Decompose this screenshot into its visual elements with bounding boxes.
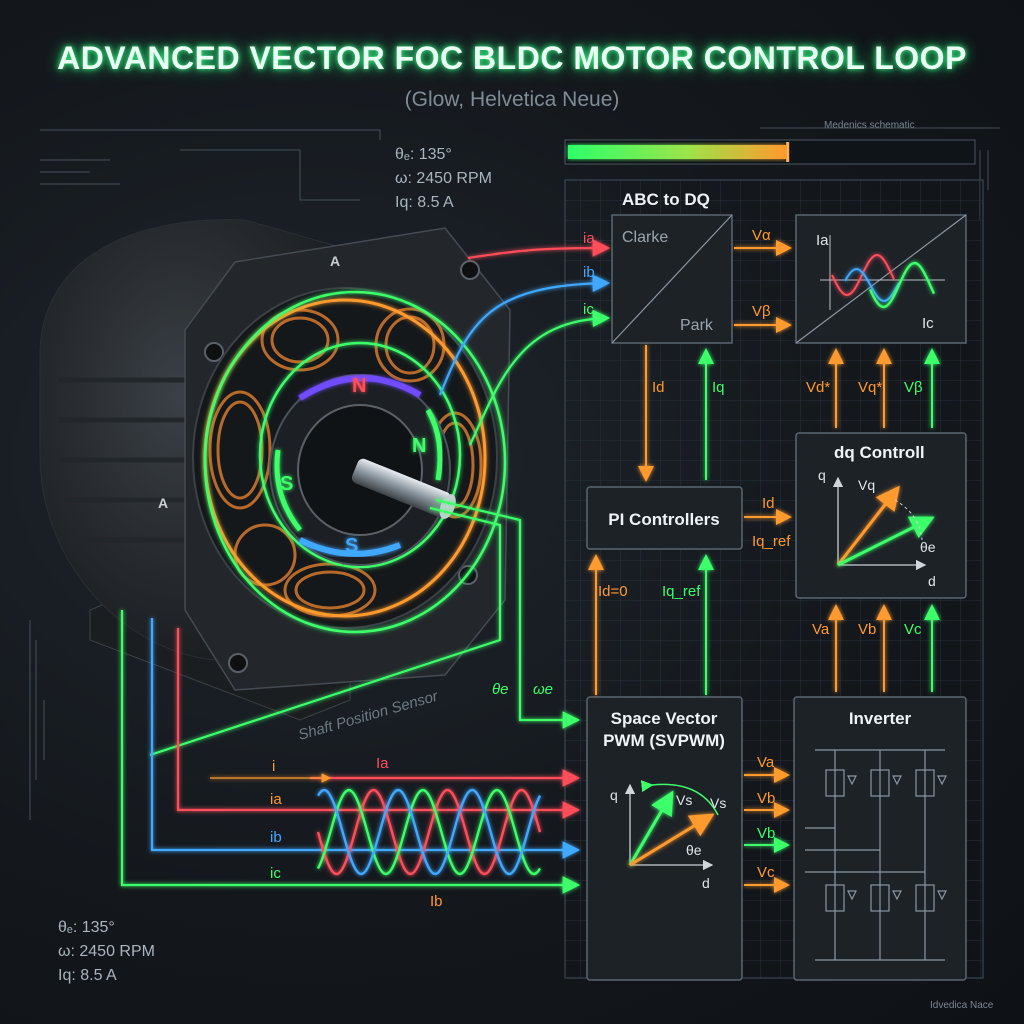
sig-ic: ic: [583, 301, 594, 318]
sig-i-top: i: [272, 758, 275, 775]
dq-title: dq Controll: [834, 443, 925, 462]
progress-fill: [568, 145, 787, 159]
block-inverter[interactable]: Inverter: [793, 696, 967, 981]
inverter-bridge-icon: [805, 749, 947, 961]
sig-sv-va: Va: [757, 754, 775, 771]
sig-sv-vb2: Vb: [757, 825, 775, 842]
block-abc-to-dq[interactable]: ABC to DQ Clarke Park: [611, 190, 733, 344]
phase-wires: [438, 239, 611, 446]
bldc-motor: N N S S A A Shaft Position Sensor: [39, 219, 511, 744]
readout-top-theta: θₑ: 135°: [395, 146, 452, 163]
sig-ib: ib: [583, 264, 595, 281]
signal-labels: ia ib ic Vα Vβ Id Iq Vd* Vq* Vβ Id Iq_re…: [270, 227, 923, 910]
phase-sine-waves: [316, 788, 542, 876]
signal-arrows: [588, 240, 940, 893]
pole-label-n2: N: [412, 435, 426, 457]
sig-vb: Vb: [858, 621, 876, 638]
pi-title: PI Controllers: [608, 510, 719, 529]
sig-id: Id: [652, 379, 665, 396]
sensor-wires: [149, 498, 581, 757]
readout-bottom: θₑ: 135° ω: 2450 RPM Iq: 8.5 A: [58, 916, 155, 988]
decor-traces: [29, 127, 1000, 820]
sig-sv-vb: Vb: [757, 790, 775, 807]
sig-id2: Id: [762, 495, 775, 512]
svpwm-title-2: PWM (SVPWM): [603, 731, 725, 750]
block-svpwm[interactable]: Space Vector PWM (SVPWM) q d Vs Vs θe: [586, 696, 743, 981]
svpwm-vs1-label: Vs: [676, 792, 692, 808]
svpwm-d-axis: d: [702, 875, 710, 891]
readout-top-omega: ω: 2450 RPM: [395, 170, 492, 187]
pole-label-n1: N: [352, 375, 366, 397]
sig-iq-ref: Iq_ref: [752, 533, 791, 550]
sig-vbeta2: Vβ: [904, 379, 923, 396]
motor-shaft: [351, 458, 451, 517]
progress-bar: [564, 139, 976, 165]
page-title: ADVANCED VECTOR FOC BLDC MOTOR CONTROL L…: [57, 40, 967, 76]
wave-ia-label: Ia: [816, 232, 829, 249]
svpwm-title-1: Space Vector: [611, 709, 718, 728]
dq-d-axis: d: [928, 573, 936, 589]
sig-iq-ref2: Iq_ref: [662, 583, 701, 600]
sig-valpha: Vα: [752, 227, 771, 244]
sig-iq: Iq: [712, 379, 725, 396]
sig-ic-left: ic: [270, 865, 281, 882]
sig-vbeta: Vβ: [752, 303, 771, 320]
readout-bottom-theta: θₑ: 135°: [58, 919, 115, 936]
abc-dq-title: ABC to DQ: [622, 190, 710, 209]
readout-bottom-omega: ω: 2450 RPM: [58, 943, 155, 960]
corner-note-bottom: Idvedica Nace: [930, 1000, 994, 1011]
sig-ia-left: ia: [270, 791, 282, 808]
readout-top-iq: Iq: 8.5 A: [395, 194, 454, 211]
readout-bottom-iq: Iq: 8.5 A: [58, 967, 117, 984]
svpwm-q-axis: q: [610, 787, 618, 803]
dq-theta-label: θe: [920, 539, 936, 555]
page-subtitle: (Glow, Helvetica Neue): [404, 88, 620, 111]
sig-ia-wave: Ia: [376, 755, 389, 772]
svpwm-vs2-label: Vs: [710, 795, 726, 811]
motor-tag-a2: A: [158, 495, 168, 511]
sig-theta-e: θe: [492, 681, 508, 698]
wave-ic-label: Ic: [922, 315, 934, 332]
progress-tip: [786, 142, 790, 162]
clarke-label: Clarke: [622, 229, 668, 246]
park-label: Park: [680, 317, 714, 334]
sig-ib-left: ib: [270, 829, 282, 846]
block-dq-control[interactable]: dq Controll q d Vq θe: [795, 432, 967, 599]
block-pi-controllers[interactable]: PI Controllers: [586, 486, 743, 550]
sig-vd-star: Vd*: [806, 379, 830, 396]
inverter-title: Inverter: [849, 709, 912, 728]
sig-ia: ia: [583, 230, 595, 247]
sig-id0: Id=0: [598, 583, 628, 600]
pole-label-s1: S: [280, 473, 293, 495]
svpwm-theta-label: θe: [686, 842, 702, 858]
sig-va: Va: [812, 621, 830, 638]
sig-sv-vc: Vc: [757, 864, 775, 881]
corner-note-top: Medenics schematic: [824, 120, 915, 131]
feedback-wires: [120, 610, 581, 894]
dq-q-axis: q: [818, 467, 826, 483]
sig-vq-star: Vq*: [858, 379, 882, 396]
sig-vc: Vc: [904, 621, 922, 638]
dq-vq-label: Vq: [858, 477, 875, 493]
motor-tag-a1: A: [330, 253, 340, 269]
readout-top: θₑ: 135° ω: 2450 RPM Iq: 8.5 A: [395, 143, 492, 215]
sig-ib-wave: Ib: [430, 893, 443, 910]
block-waveform[interactable]: Ia Ic: [795, 214, 967, 344]
sig-omega-e: ωe: [533, 681, 553, 698]
pole-label-s2: S: [345, 535, 358, 557]
